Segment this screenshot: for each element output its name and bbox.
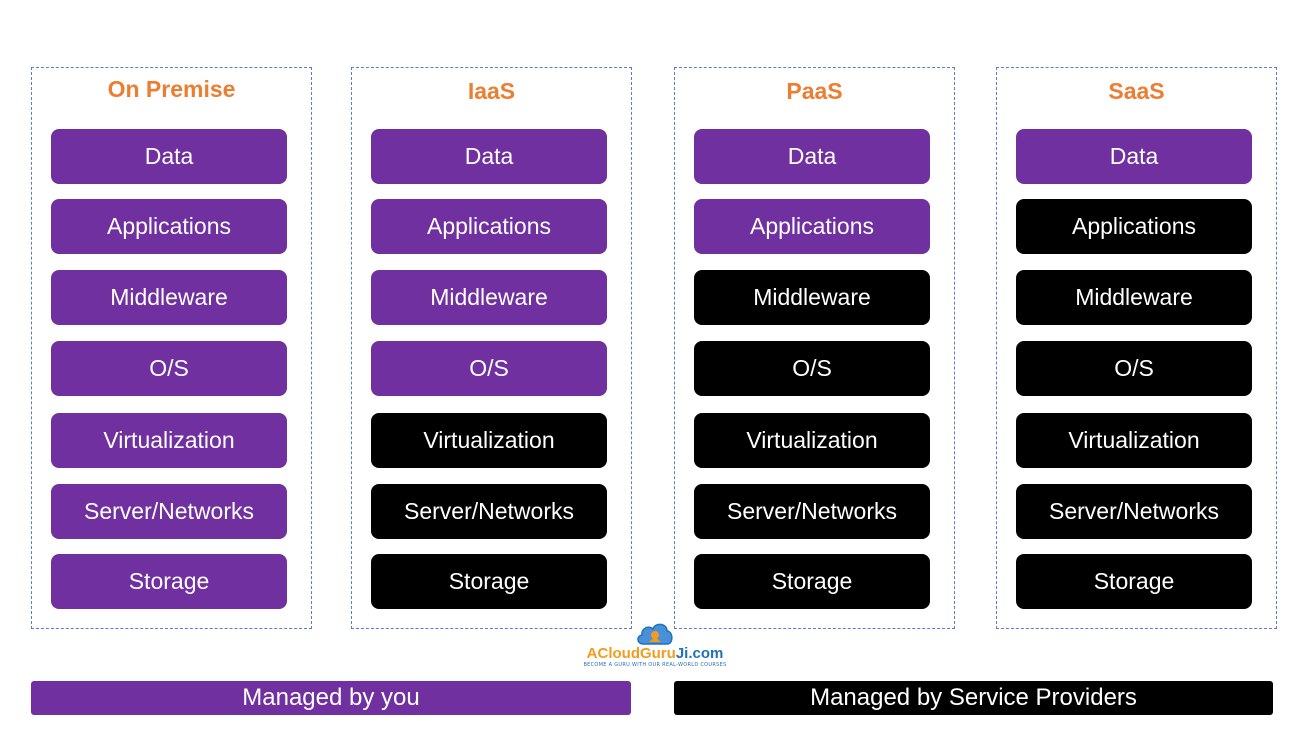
layer-data: Data <box>51 129 287 184</box>
cloud-guru-icon <box>637 623 673 645</box>
legend-managed-by-you: Managed by you <box>31 681 631 715</box>
layer-label: O/S <box>149 355 189 381</box>
column-title: SaaS <box>1108 78 1165 104</box>
layer-storage: Storage <box>51 554 287 609</box>
layer-storage: Storage <box>371 554 607 609</box>
layer-label: O/S <box>1114 355 1154 381</box>
logo-tagline: BECOME A GURU WITH OUR REAL-WORLD COURSE… <box>583 662 727 668</box>
layer-server-networks: Server/Networks <box>1016 484 1252 539</box>
logo-brand-part1: ACloudGuru <box>586 645 676 662</box>
layer-label: Middleware <box>753 284 871 310</box>
layer-data: Data <box>694 129 930 184</box>
layer-label: Virtualization <box>1068 427 1200 453</box>
legend-provider-label: Managed by Service Providers <box>810 684 1137 711</box>
legend-managed-by-provider: Managed by Service Providers <box>674 681 1273 715</box>
layer-middleware: Middleware <box>371 270 607 325</box>
layer-label: Data <box>1109 143 1159 169</box>
layer-label: Storage <box>128 568 210 594</box>
layer-middleware: Middleware <box>694 270 930 325</box>
acloudguruji-logo: ACloudGuruJi.com BECOME A GURU WITH OUR … <box>560 620 750 675</box>
layer-label: Applications <box>106 213 232 239</box>
layer-label: Storage <box>771 568 853 594</box>
layer-label: Middleware <box>110 284 228 310</box>
layer-label: Applications <box>749 213 875 239</box>
layer-label: Virtualization <box>423 427 555 453</box>
layer-middleware: Middleware <box>51 270 287 325</box>
layer-o-s: O/S <box>694 341 930 396</box>
layer-label: Applications <box>426 213 552 239</box>
layer-label: Server/Networks <box>84 498 254 524</box>
layer-label: Middleware <box>430 284 548 310</box>
layer-applications: Applications <box>1016 199 1252 254</box>
layer-o-s: O/S <box>371 341 607 396</box>
layer-data: Data <box>371 129 607 184</box>
layer-server-networks: Server/Networks <box>694 484 930 539</box>
layer-label: Middleware <box>1075 284 1193 310</box>
layer-label: Data <box>144 143 194 169</box>
layer-label: Server/Networks <box>1049 498 1219 524</box>
layer-data: Data <box>1016 129 1252 184</box>
layer-storage: Storage <box>694 554 930 609</box>
layer-label: Virtualization <box>746 427 878 453</box>
logo-brand-part3: .com <box>688 645 724 662</box>
layer-virtualization: Virtualization <box>51 413 287 468</box>
layer-label: Server/Networks <box>727 498 897 524</box>
layer-label: Storage <box>1093 568 1175 594</box>
logo-text: ACloudGuruJi.com <box>560 646 750 662</box>
layer-virtualization: Virtualization <box>371 413 607 468</box>
layer-o-s: O/S <box>51 341 287 396</box>
layer-label: Storage <box>448 568 530 594</box>
column-title: PaaS <box>786 78 843 104</box>
layer-label: Data <box>787 143 837 169</box>
column-title: IaaS <box>467 78 516 104</box>
layer-label: Data <box>464 143 514 169</box>
layer-applications: Applications <box>51 199 287 254</box>
logo-brand-part2: Ji <box>675 645 689 662</box>
layer-virtualization: Virtualization <box>1016 413 1252 468</box>
layer-label: Applications <box>1071 213 1197 239</box>
layer-label: O/S <box>792 355 832 381</box>
layer-middleware: Middleware <box>1016 270 1252 325</box>
layer-label: O/S <box>469 355 509 381</box>
layer-o-s: O/S <box>1016 341 1252 396</box>
column-title: On Premise <box>107 76 236 102</box>
layer-storage: Storage <box>1016 554 1252 609</box>
layer-server-networks: Server/Networks <box>51 484 287 539</box>
legend-you-label: Managed by you <box>242 684 420 711</box>
layer-label: Server/Networks <box>404 498 574 524</box>
layer-applications: Applications <box>694 199 930 254</box>
layer-applications: Applications <box>371 199 607 254</box>
layer-server-networks: Server/Networks <box>371 484 607 539</box>
layer-virtualization: Virtualization <box>694 413 930 468</box>
layer-label: Virtualization <box>103 427 235 453</box>
